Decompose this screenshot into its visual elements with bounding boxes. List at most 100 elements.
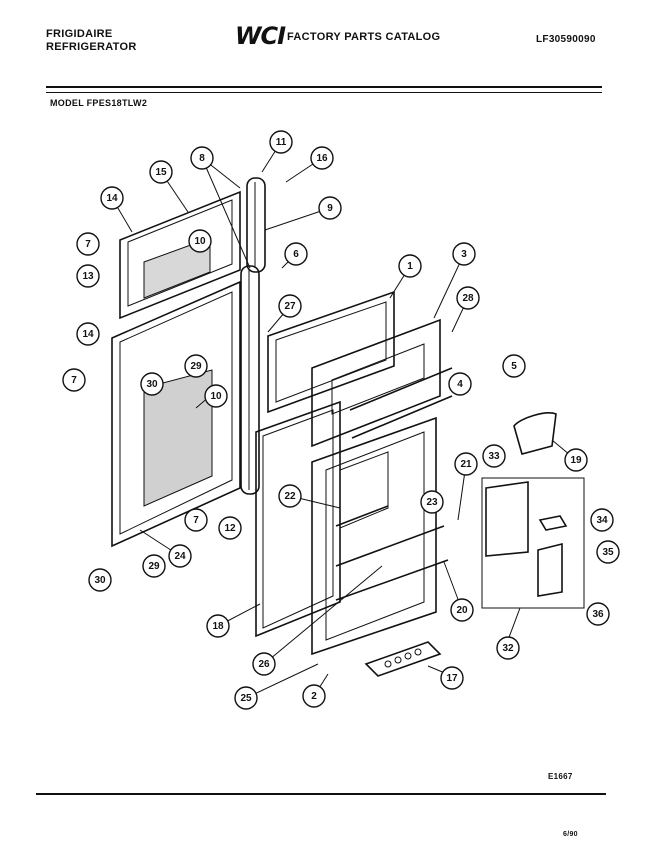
callout-10: 10 (204, 384, 228, 408)
callout-circle (450, 598, 474, 622)
callout-circle (188, 229, 212, 253)
callout-number: 10 (194, 236, 206, 247)
catalog-title: FACTORY PARTS CATALOG (287, 31, 441, 43)
callout-circle (590, 508, 614, 532)
callout-number: 8 (199, 153, 205, 164)
callout-layer: 1234567891011121314151617181920212223242… (62, 130, 620, 710)
callout-20: 20 (450, 598, 474, 622)
diagram-code: E1667 (548, 772, 573, 781)
callout-33: 33 (482, 444, 506, 468)
callout-29: 29 (184, 354, 208, 378)
accessory-box (481, 477, 585, 609)
callout-number: 16 (316, 153, 328, 164)
callout-number: 29 (148, 561, 160, 572)
mullion-strips (240, 177, 266, 495)
callout-number: 12 (224, 523, 236, 534)
callout-number: 7 (193, 515, 199, 526)
callout-22: 22 (278, 484, 302, 508)
callout-number: 15 (155, 167, 167, 178)
callout-8: 8 (190, 146, 214, 170)
callout-circle (204, 384, 228, 408)
callout-number: 14 (82, 329, 94, 340)
model-number: MODEL FPES18TLW2 (50, 98, 148, 108)
callout-number: 36 (592, 609, 604, 620)
callout-number: 21 (460, 459, 472, 470)
callout-circle (284, 242, 308, 266)
callout-circle (184, 354, 208, 378)
callout-7: 7 (184, 508, 208, 532)
callout-number: 7 (85, 239, 91, 250)
callout-circle (456, 286, 480, 310)
callout-23: 23 (420, 490, 444, 514)
callout-circle (62, 368, 86, 392)
callout-number: 22 (284, 491, 296, 502)
callout-number: 24 (174, 551, 186, 562)
callout-27: 27 (278, 294, 302, 318)
callout-11: 11 (269, 130, 293, 154)
header-rule-bottom (46, 92, 602, 93)
footer-rule (36, 793, 606, 795)
callout-circle (278, 484, 302, 508)
egg-tray (364, 641, 442, 677)
callout-10: 10 (188, 229, 212, 253)
callout-circle (318, 196, 342, 220)
catalog-part-number: LF30590090 (536, 34, 596, 45)
callout-circle (482, 444, 506, 468)
callout-4: 4 (448, 372, 472, 396)
callout-number: 30 (94, 575, 106, 586)
callout-number: 23 (426, 497, 438, 508)
callout-number: 20 (456, 605, 468, 616)
callout-34: 34 (590, 508, 614, 532)
callout-13: 13 (76, 264, 100, 288)
callout-30: 30 (140, 372, 164, 396)
callout-circle (76, 264, 100, 288)
callout-circle (88, 568, 112, 592)
callout-circle (140, 372, 164, 396)
callout-circle (454, 452, 478, 476)
callout-number: 27 (284, 301, 296, 312)
callout-32: 32 (496, 636, 520, 660)
brand-block: FRIGIDAIRE REFRIGERATOR (46, 28, 137, 54)
callout-26: 26 (252, 652, 276, 676)
callout-circle (190, 146, 214, 170)
callout-19: 19 (564, 448, 588, 472)
callout-12: 12 (218, 516, 242, 540)
freezer-gasket-liner (267, 290, 453, 448)
freezer-door (119, 190, 241, 320)
wci-logo: WCI (235, 22, 286, 50)
callout-circle (142, 554, 166, 578)
brand-name: FRIGIDAIRE (46, 28, 113, 40)
callout-circle (452, 242, 476, 266)
callout-number: 32 (502, 643, 514, 654)
callout-17: 17 (440, 666, 464, 690)
callout-circle (269, 130, 293, 154)
callout-number: 2 (311, 691, 317, 702)
callout-circle (310, 146, 334, 170)
product-type: REFRIGERATOR (46, 41, 137, 53)
door-handle (513, 412, 557, 455)
callout-circle (100, 186, 124, 210)
callout-circle (149, 160, 173, 184)
callout-number: 9 (327, 203, 333, 214)
callout-circle (184, 508, 208, 532)
callout-number: 7 (71, 375, 77, 386)
callout-7: 7 (76, 232, 100, 256)
callout-circle (278, 294, 302, 318)
callout-circle (586, 602, 610, 626)
fresh-food-liner (311, 416, 449, 656)
callout-circle (596, 540, 620, 564)
callout-3: 3 (452, 242, 476, 266)
callout-number: 14 (106, 193, 118, 204)
callout-number: 6 (293, 249, 299, 260)
callout-number: 17 (446, 673, 458, 684)
callout-number: 3 (461, 249, 467, 260)
callout-circle (234, 686, 258, 710)
fresh-food-gasket (255, 400, 341, 638)
callout-1: 1 (398, 254, 422, 278)
callout-24: 24 (168, 544, 192, 568)
callout-30: 30 (88, 568, 112, 592)
callout-circle (76, 322, 100, 346)
callout-circle (564, 448, 588, 472)
revision-date: 6/90 (563, 831, 578, 838)
